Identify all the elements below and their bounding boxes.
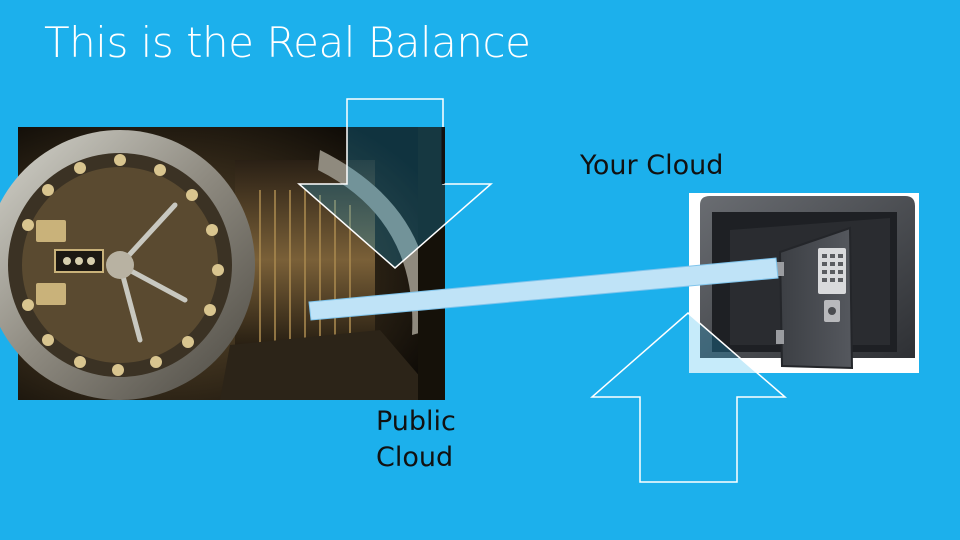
your-cloud-label: Your Cloud [580, 150, 724, 181]
public-cloud-label-line1: Public [376, 406, 456, 437]
balance-connector-bar [308, 257, 779, 321]
bank-vault-image [0, 127, 445, 400]
slide-title: This is the Real Balance [44, 18, 531, 67]
your-cloud-up-arrow [590, 312, 788, 483]
public-cloud-label: Public Cloud [376, 404, 456, 476]
public-cloud-label-line2: Cloud [376, 442, 454, 473]
